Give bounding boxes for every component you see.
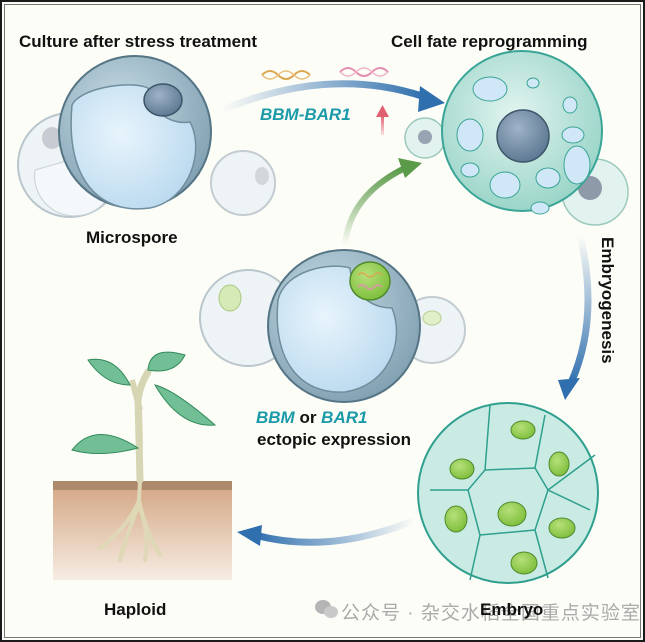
label-ectopic-expression: ectopic expression <box>257 430 412 449</box>
wechat-icon <box>315 600 338 618</box>
gene-bbm: BBM <box>256 408 295 427</box>
watermark-text: 公众号 · 杂交水稻全国重点实验室 <box>341 603 641 624</box>
conjunction-or: or <box>294 408 322 427</box>
label-haploid: Haploid <box>104 600 167 619</box>
embryogenesis-arrow <box>558 234 592 400</box>
ectopic-expression-cells <box>199 249 466 403</box>
germination-arrow <box>237 516 417 546</box>
label-reprogramming: Cell fate reprogramming <box>391 32 588 51</box>
label-bbm-bar1: BBM-BAR1 <box>260 105 351 124</box>
ectopic-expression-arrow <box>342 158 422 246</box>
embryo <box>417 402 599 584</box>
label-gene-names: BBM or BAR1 <box>256 408 367 428</box>
microspore-group <box>17 55 276 218</box>
label-microspore: Microspore <box>86 228 178 247</box>
gene-bar1: BAR1 <box>321 408 368 427</box>
upregulation-arrow-icon <box>376 105 389 135</box>
reprogrammed-cell <box>404 50 629 226</box>
dna-helix-icons <box>261 67 389 80</box>
label-embryogenesis: Embryogenesis <box>598 237 617 364</box>
haploid-plant <box>53 351 232 580</box>
label-culture: Culture after stress treatment <box>19 32 258 51</box>
reprogramming-arrow <box>220 80 445 114</box>
label-embryo: Embryo <box>480 600 544 619</box>
